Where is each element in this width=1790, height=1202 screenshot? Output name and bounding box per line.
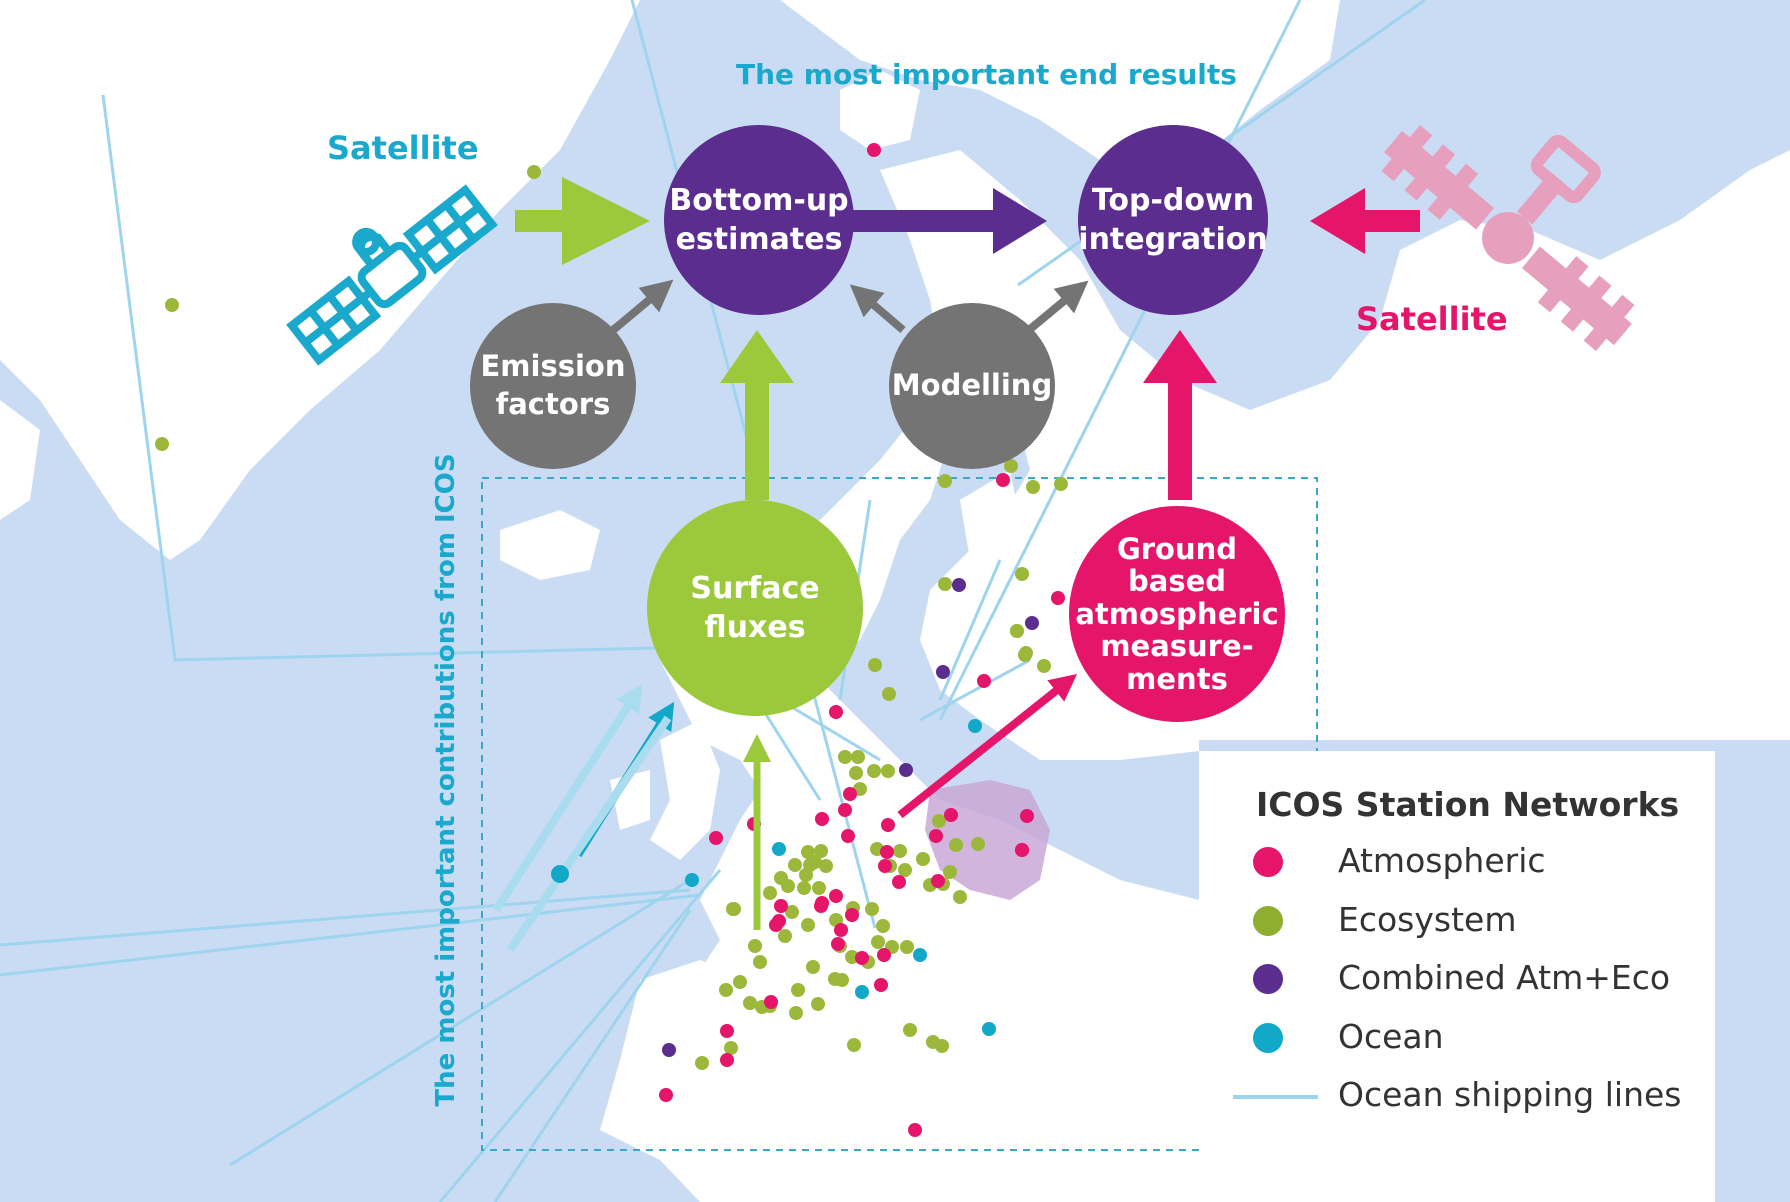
arrow-ground-head: [1143, 330, 1217, 383]
modelling-label: Modelling: [891, 368, 1053, 403]
arrow-ship-to-surface-2: [506, 715, 672, 953]
arrow-atm-to-ground: [897, 674, 1078, 819]
legend-label: Ocean: [1338, 1017, 1444, 1056]
legend-item-ocean: Ocean: [1199, 1013, 1715, 1063]
legend-item-combined: Combined Atm+Eco: [1199, 954, 1715, 1004]
legend-label: Combined Atm+Eco: [1338, 958, 1671, 997]
legend-label: Ocean shipping lines: [1338, 1075, 1682, 1114]
end-results-title: The most important end results: [736, 58, 1237, 91]
station-dots-ecosystem: [155, 165, 1068, 1070]
satellite-left-label: Satellite: [327, 129, 479, 167]
bottom-up-estimates-node: Bottom-up estimates: [664, 125, 854, 315]
satellite-right-icon: [1381, 125, 1635, 351]
arrow-ship-to-surface-1: [492, 683, 643, 913]
legend-title: ICOS Station Networks: [1256, 785, 1680, 824]
arrow-emission-to-bottomup: [609, 279, 674, 335]
legend-item-ecosystem: Ecosystem: [1199, 896, 1715, 946]
ground-based-node: Ground based atmospheric measure- ments: [1069, 506, 1285, 722]
atmospheric-dot: [1253, 847, 1283, 877]
legend-item-atmospheric: Atmospheric: [1199, 837, 1715, 887]
surface-fluxes-node: Surface fluxes: [647, 500, 863, 716]
bottom-up-label: Bottom-up estimates: [669, 183, 849, 257]
legend-label: Ecosystem: [1338, 900, 1517, 939]
modelling-node: Modelling: [889, 303, 1055, 469]
legend: ICOS Station Networks Atmospheric Ecosys…: [1199, 751, 1715, 1202]
arrow-modelling-to-bottomup: [849, 284, 906, 334]
station-dots-atmospheric: [659, 143, 1065, 1137]
ecosystem-dot: [1253, 906, 1283, 936]
arrow-bottomup-to-topdown-head: [993, 188, 1047, 254]
ground-label: Ground based atmospheric measure- ments: [1075, 531, 1279, 696]
shipping-line-swatch: [1233, 1095, 1318, 1099]
station-dots-combined: [662, 578, 1039, 1057]
legend-label: Atmospheric: [1338, 841, 1546, 880]
surface-label: Surface fluxes: [690, 571, 820, 645]
icos-contributions-label: The most important contributions from IC…: [431, 453, 461, 1107]
top-down-integration-node: Top-down integration: [1078, 125, 1268, 315]
emission-factors-node: Emission factors: [470, 303, 636, 469]
arrow-modelling-to-topdown: [1026, 280, 1089, 334]
station-dots-ocean: [685, 719, 996, 1036]
emission-label: Emission factors: [480, 349, 626, 421]
satellite-right-label: Satellite: [1356, 300, 1508, 338]
legend-item-shipping: Ocean shipping lines: [1199, 1071, 1715, 1121]
satellite-left-icon: [286, 184, 498, 366]
combined-dot: [1253, 964, 1283, 994]
arrow-surface-head: [720, 330, 794, 383]
top-down-label: Top-down integration: [1078, 183, 1268, 257]
ocean-station-source: [551, 865, 569, 883]
arrow-satellite-right-head: [1310, 188, 1365, 254]
ocean-dot: [1253, 1023, 1283, 1053]
